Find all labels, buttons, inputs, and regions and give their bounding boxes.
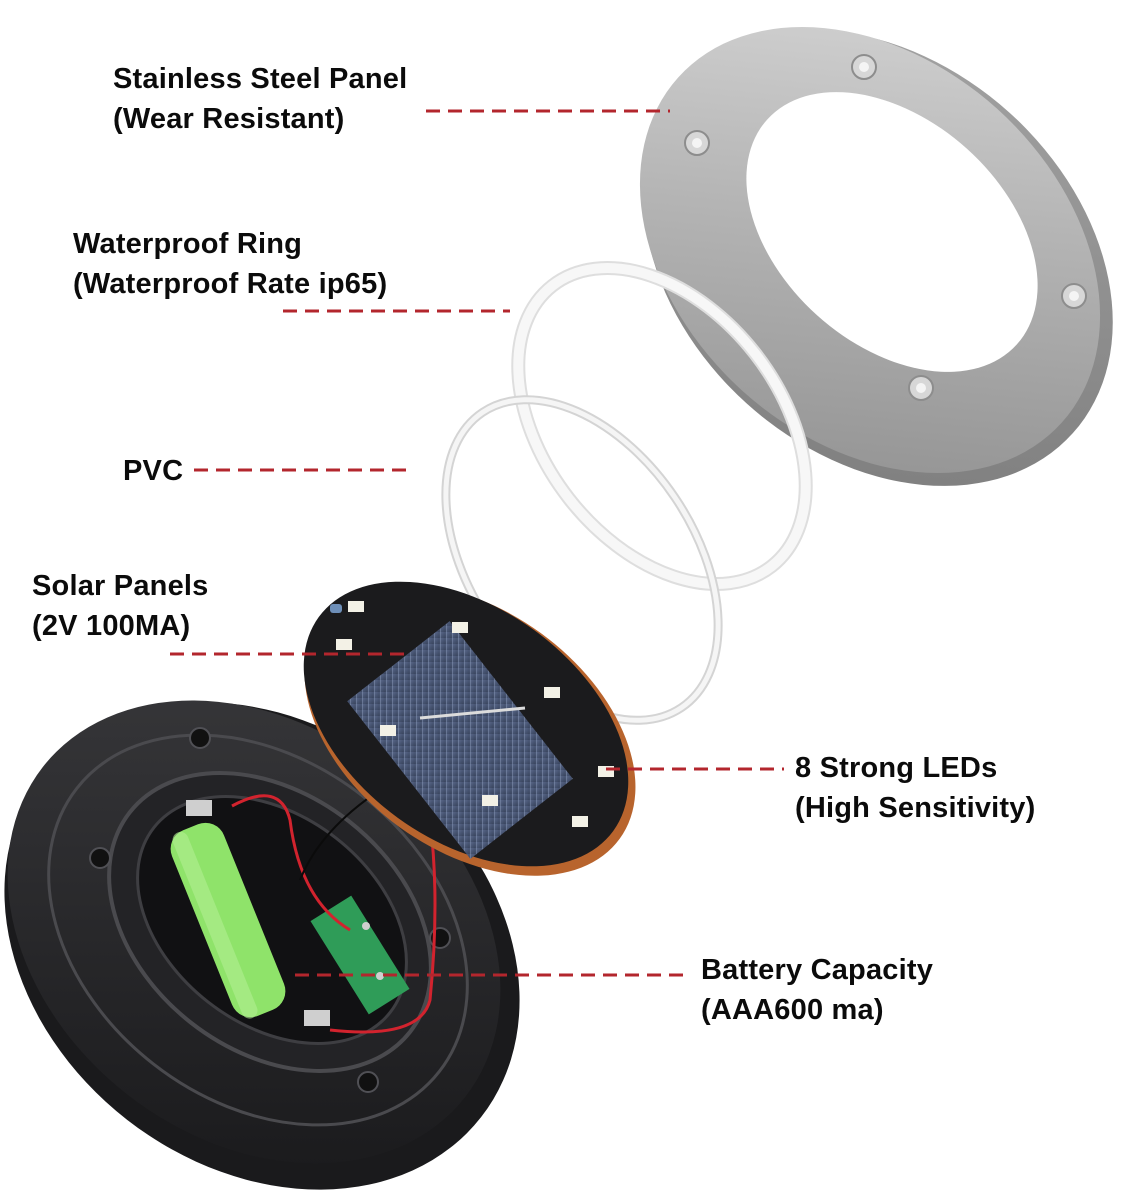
light-sensor (330, 604, 342, 613)
label-title: PVC (123, 455, 184, 487)
leader-lines (170, 109, 784, 977)
label-title: Solar Panels (32, 570, 209, 602)
label-leds: 8 Strong LEDs (High Sensitivity) (795, 748, 1035, 828)
waterproof-ring-part (511, 261, 813, 591)
solar-panel-part (303, 581, 636, 876)
label-title: 8 Strong LEDs (795, 752, 998, 784)
label-subtitle: (Waterproof Rate ip65) (73, 268, 388, 300)
base-housing-part (4, 700, 520, 1190)
label-stainless-steel-panel: Stainless Steel Panel (Wear Resistant) (113, 59, 407, 139)
led (598, 766, 614, 777)
led (348, 601, 364, 612)
label-battery: Battery Capacity (AAA600 ma) (701, 950, 933, 1030)
control-pcb (310, 895, 410, 1015)
led (380, 725, 396, 736)
label-subtitle: (AAA600 ma) (701, 994, 884, 1026)
led (336, 639, 352, 650)
label-title: Battery Capacity (701, 954, 934, 986)
stainless-steel-panel-part (639, 26, 1113, 486)
label-subtitle: (High Sensitivity) (795, 792, 1036, 824)
led (572, 816, 588, 827)
label-title: Stainless Steel Panel (113, 63, 408, 95)
label-solar-panels: Solar Panels (2V 100MA) (32, 566, 209, 646)
label-title: Waterproof Ring (73, 228, 303, 260)
label-subtitle: (Wear Resistant) (113, 103, 345, 135)
led (544, 687, 560, 698)
led (482, 795, 498, 806)
label-pvc: PVC (123, 451, 183, 491)
led (452, 622, 468, 633)
label-subtitle: (2V 100MA) (32, 610, 191, 642)
label-waterproof-ring: Waterproof Ring (Waterproof Rate ip65) (73, 224, 387, 304)
